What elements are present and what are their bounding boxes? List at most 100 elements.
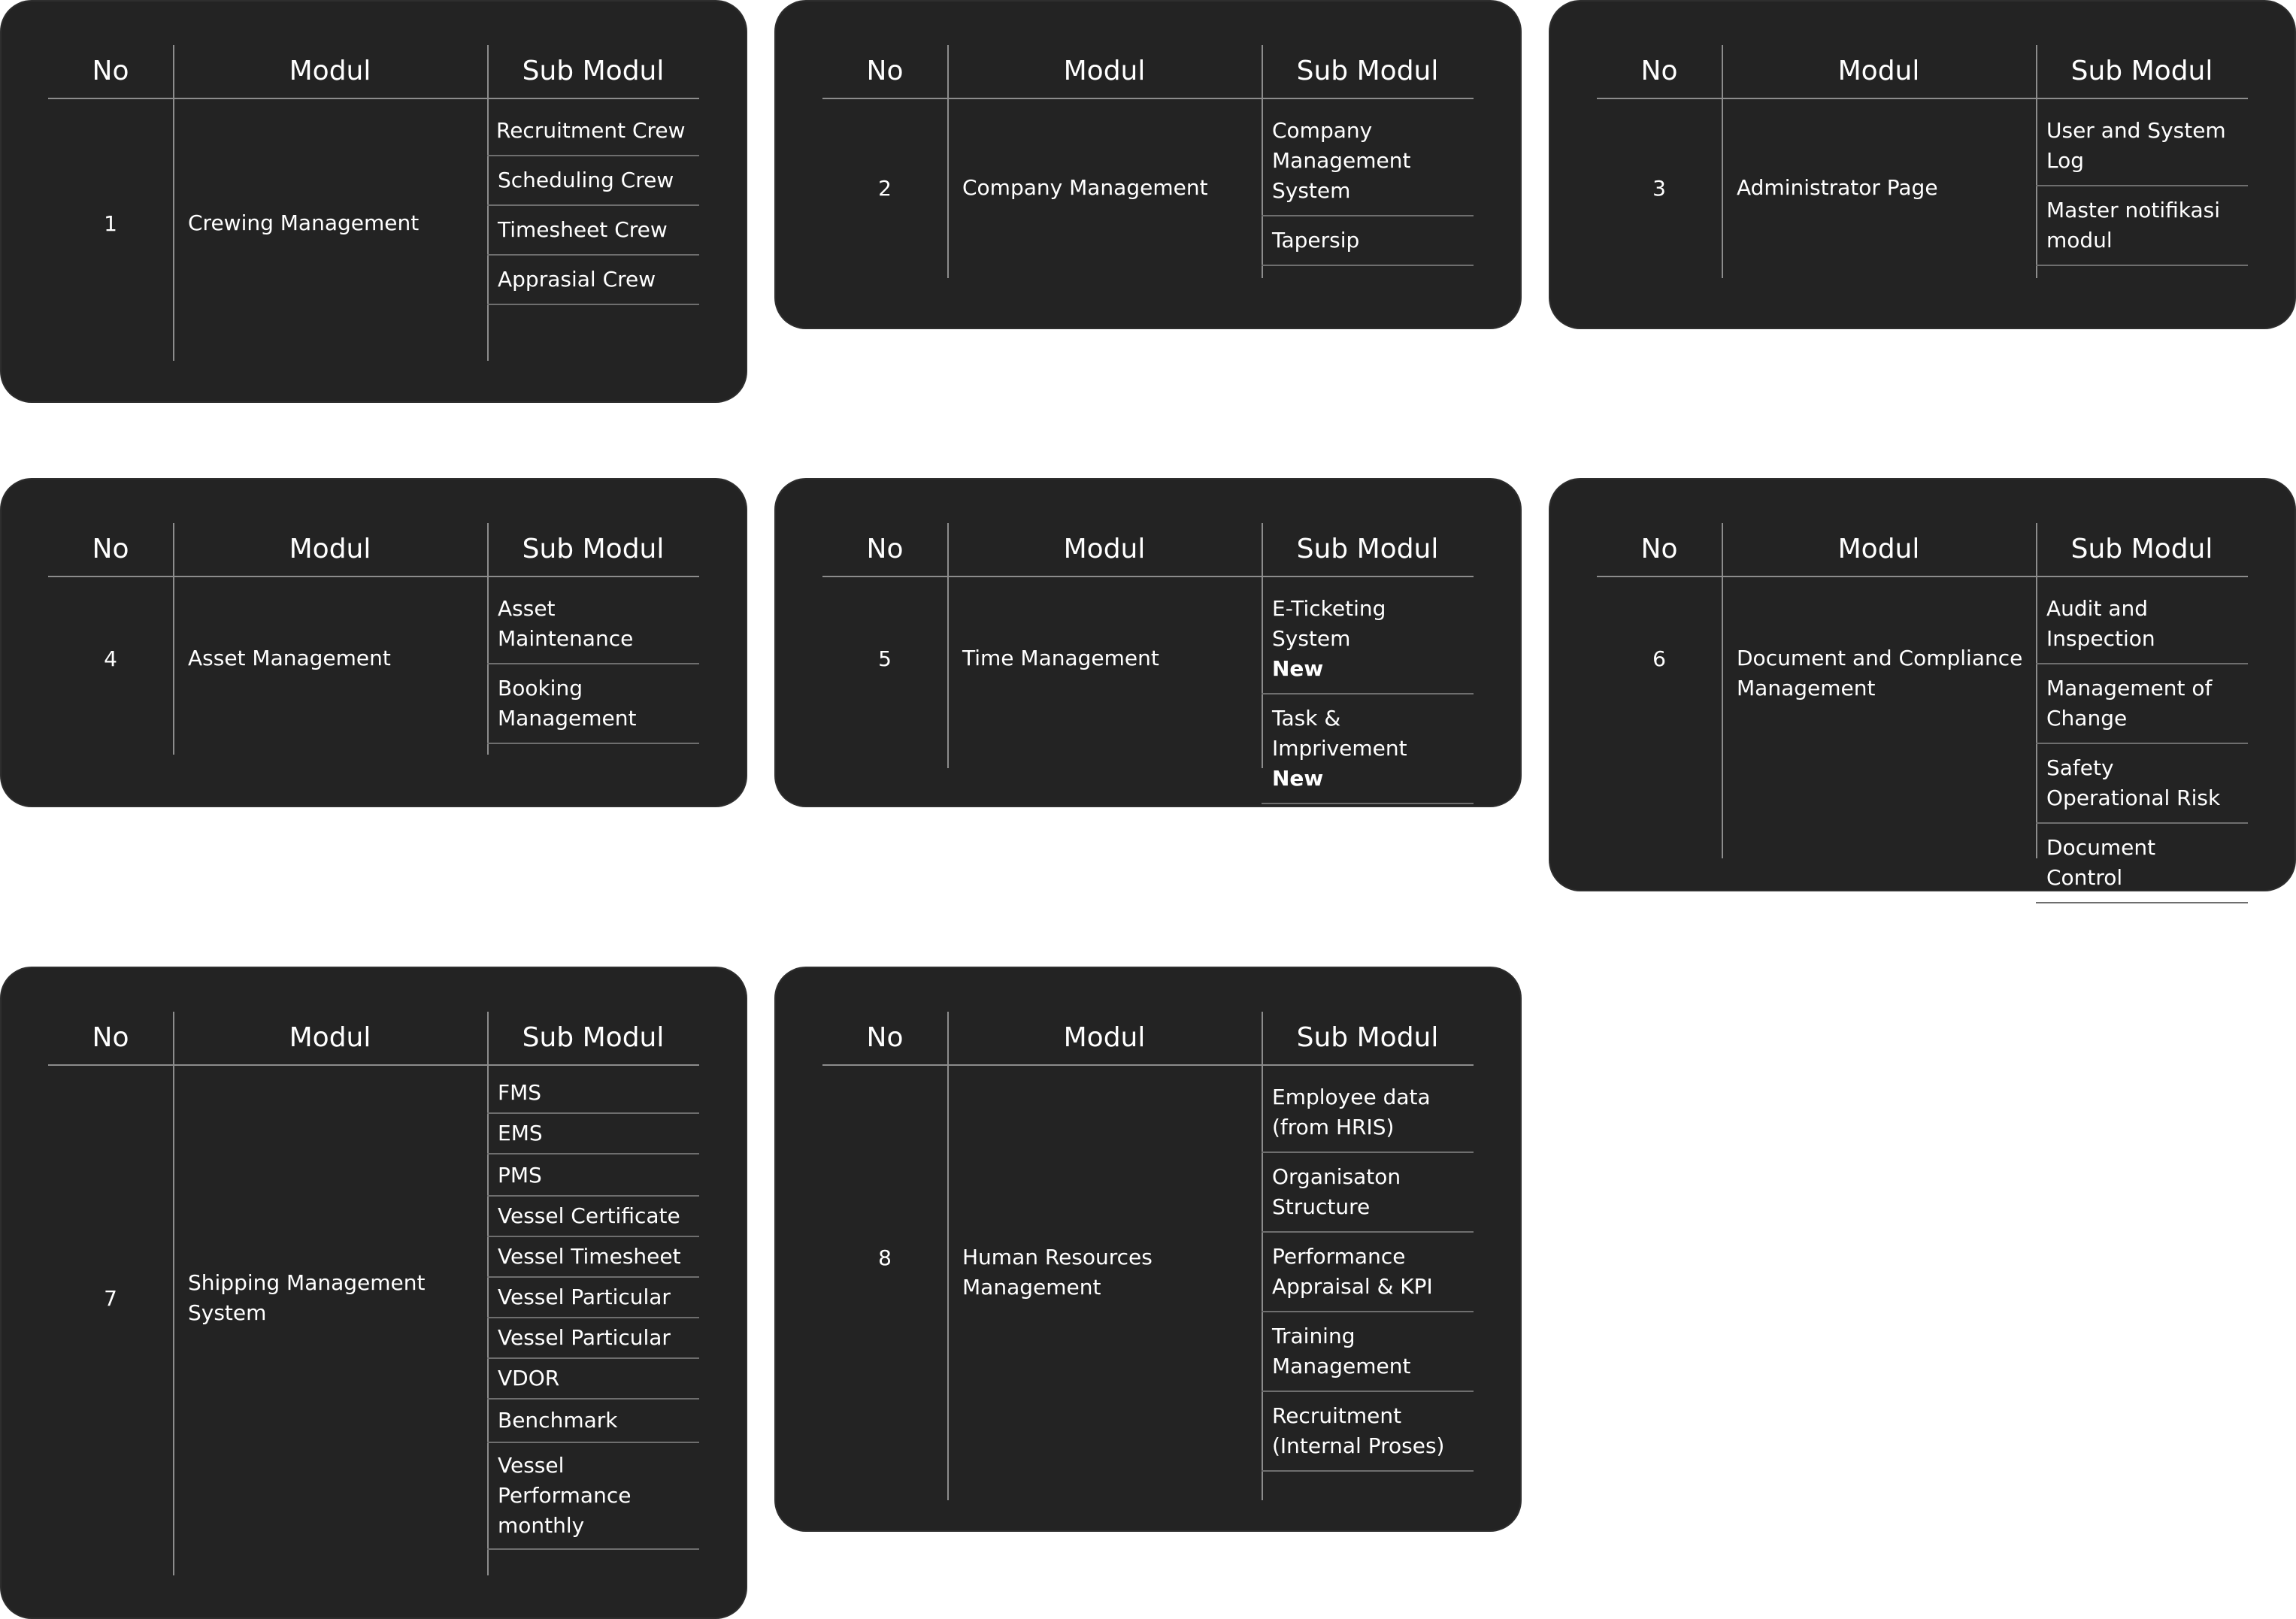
module-number: 5	[878, 646, 892, 671]
sub-module-item: Vessel Performance monthly	[487, 1443, 699, 1550]
sub-module-list: Employee data (from HRIS) Organisaton St…	[1262, 1073, 1474, 1472]
table-header: No Modul Sub Modul	[1597, 523, 2248, 577]
column-divider	[173, 1012, 174, 1575]
header-sub-modul: Sub Modul	[522, 534, 665, 564]
module-name: Time Management	[962, 646, 1159, 670]
module-card-7: No Modul Sub Modul 7 Shipping Management…	[2, 968, 746, 1617]
sub-module-item: Master notifikasi modul	[2036, 186, 2248, 266]
module-card-8: No Modul Sub Modul 8 Human Resources Man…	[776, 968, 1520, 1530]
module-number: 2	[878, 175, 892, 201]
sub-module-item: Employee data (from HRIS)	[1262, 1073, 1474, 1153]
module-card-3: No Modul Sub Modul 3 Administrator Page …	[1550, 2, 2294, 328]
column-divider	[1722, 523, 1723, 858]
module-card-4: No Modul Sub Modul 4 Asset Management As…	[2, 480, 746, 806]
sub-module-list: E-Ticketing System New Task & Imprivemen…	[1262, 585, 1474, 804]
table-header: No Modul Sub Modul	[1597, 45, 2248, 99]
sub-module-item: Booking Management	[487, 664, 699, 744]
column-divider	[947, 45, 949, 278]
sub-module-item: Organisaton Structure	[1262, 1153, 1474, 1233]
column-divider	[1722, 45, 1723, 278]
header-sub-modul: Sub Modul	[1296, 1022, 1439, 1053]
sub-module-item: EMS	[487, 1114, 699, 1154]
sub-module-item: Management of Change	[2036, 664, 2248, 744]
header-no: No	[92, 1022, 129, 1053]
module-name: Crewing Management	[188, 210, 420, 235]
module-name: Shipping Management System	[188, 1270, 426, 1325]
header-no: No	[92, 534, 129, 564]
module-card-2: No Modul Sub Modul 2 Company Management …	[776, 2, 1520, 328]
column-divider	[173, 45, 174, 361]
sub-module-item: Timesheet Crew	[487, 206, 699, 256]
column-divider	[1262, 45, 1263, 278]
module-name: Administrator Page	[1737, 175, 1938, 200]
table-header: No Modul Sub Modul	[48, 45, 699, 99]
column-divider	[2036, 523, 2037, 858]
sub-module-item: Audit and Inspection	[2036, 585, 2248, 664]
column-divider	[1262, 1012, 1263, 1500]
module-card-6: No Modul Sub Modul 6 Document and Compli…	[1550, 480, 2294, 903]
sub-module-item: FMS	[487, 1073, 699, 1114]
header-modul: Modul	[1837, 534, 1920, 564]
sub-module-item: Vessel Certificate	[487, 1197, 699, 1237]
sub-module-item: PMS	[487, 1154, 699, 1197]
sub-module-list: Audit and Inspection Management of Chang…	[2036, 585, 2248, 903]
sub-module-list: Asset Maintenance Booking Management	[487, 585, 699, 744]
sub-module-item: Recruitment Crew	[487, 107, 699, 156]
table-header: No Modul Sub Modul	[48, 1012, 699, 1066]
column-divider	[1262, 523, 1263, 768]
sub-module-item: Training Management	[1262, 1312, 1474, 1392]
sub-module-list: Company Management System Tapersip	[1262, 107, 1474, 266]
column-divider	[2036, 45, 2037, 278]
header-no: No	[92, 56, 129, 86]
module-name: Company Management	[962, 175, 1208, 200]
column-divider	[173, 523, 174, 755]
sub-module-item: Vessel Timesheet	[487, 1237, 699, 1278]
module-number: 1	[104, 210, 117, 236]
sub-module-item: Benchmark	[487, 1400, 699, 1443]
column-divider	[947, 1012, 949, 1500]
sub-module-list: FMS EMS PMS Vessel Certificate Vessel Ti…	[487, 1073, 699, 1550]
column-divider	[487, 1012, 489, 1575]
header-sub-modul: Sub Modul	[2070, 56, 2213, 86]
table-header: No Modul Sub Modul	[822, 523, 1474, 577]
table-header: No Modul Sub Modul	[822, 45, 1474, 99]
sub-module-item: Vessel Particular	[487, 1278, 699, 1318]
sub-module-item: Safety Operational Risk	[2036, 744, 2248, 824]
column-divider	[487, 45, 489, 361]
sub-module-item: VDOR	[487, 1359, 699, 1400]
module-name: Asset Management	[188, 646, 391, 670]
header-sub-modul: Sub Modul	[1296, 56, 1439, 86]
header-no: No	[1640, 56, 1678, 86]
sub-module-item: E-Ticketing System New	[1262, 585, 1474, 695]
module-number: 6	[1652, 646, 1666, 671]
header-modul: Modul	[289, 534, 371, 564]
header-modul: Modul	[1063, 56, 1146, 86]
header-modul: Modul	[1063, 1022, 1146, 1053]
new-badge: New	[1272, 656, 1324, 681]
module-number: 8	[878, 1245, 892, 1270]
header-no: No	[1640, 534, 1678, 564]
header-sub-modul: Sub Modul	[1296, 534, 1439, 564]
module-card-5: No Modul Sub Modul 5 Time Management E-T…	[776, 480, 1520, 806]
module-name: Human Resources Management	[962, 1245, 1153, 1300]
column-divider	[947, 523, 949, 768]
sub-module-item: Apprasial Crew	[487, 256, 699, 305]
module-number: 4	[104, 646, 117, 671]
header-modul: Modul	[1837, 56, 1920, 86]
module-number: 7	[104, 1285, 117, 1311]
header-modul: Modul	[289, 1022, 371, 1053]
module-number: 3	[1652, 175, 1666, 201]
header-no: No	[866, 56, 904, 86]
sub-module-list: Recruitment Crew Scheduling Crew Timeshe…	[487, 107, 699, 305]
sub-module-item: Performance Appraisal & KPI	[1262, 1233, 1474, 1312]
sub-module-list: User and System Log Master notifikasi mo…	[2036, 107, 2248, 266]
sub-module-item: Scheduling Crew	[487, 156, 699, 206]
header-no: No	[866, 534, 904, 564]
sub-module-item: Document Control	[2036, 824, 2248, 903]
column-divider	[487, 523, 489, 755]
header-modul: Modul	[289, 56, 371, 86]
header-sub-modul: Sub Modul	[522, 56, 665, 86]
sub-module-item: Task & Imprivement New	[1262, 695, 1474, 804]
header-modul: Modul	[1063, 534, 1146, 564]
module-name: Document and Compliance Management	[1737, 646, 2023, 701]
